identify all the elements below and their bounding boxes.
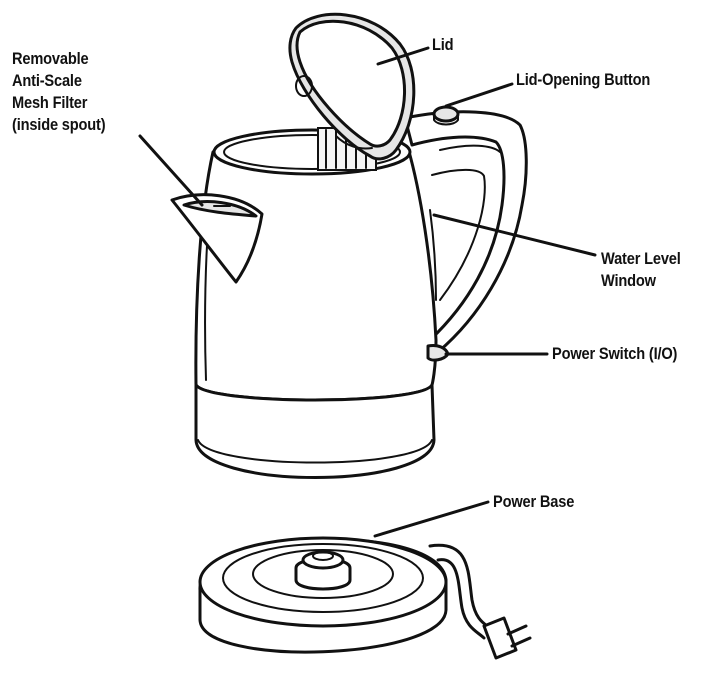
label-lid: Lid (432, 35, 454, 54)
water-level-window-part (429, 209, 437, 301)
label-water-window-line-2: Window (601, 271, 656, 290)
lid-button-leader-line (444, 82, 514, 108)
label-filter-line-4: (inside spout) (12, 115, 106, 134)
label-power-base: Power Base (493, 492, 575, 511)
label-filter-line-2: Anti-Scale (12, 71, 82, 90)
power-cord (428, 543, 532, 660)
lid-leader-line (376, 46, 430, 66)
power-base-leader-line (373, 500, 490, 538)
power-switch-part (426, 344, 450, 362)
label-filter-line-3: Mesh Filter (12, 93, 88, 112)
label-lid-opening-button: Lid-Opening Button (516, 70, 651, 89)
label-filter: Removable Anti-Scale Mesh Filter (inside… (12, 48, 106, 136)
label-power-switch: Power Switch (I/O) (552, 344, 678, 363)
label-water-level-window: Water Level Window (601, 248, 681, 292)
kettle-bottom-band (194, 383, 436, 479)
plug-icon (482, 616, 532, 660)
label-filter-line-1: Removable (12, 49, 89, 68)
power-base-part (198, 536, 448, 654)
water-window-leader-line (432, 213, 597, 257)
label-water-window-line-1: Water Level (601, 249, 681, 268)
filter-leader-line (138, 134, 204, 207)
kettle-lid (288, 12, 416, 161)
